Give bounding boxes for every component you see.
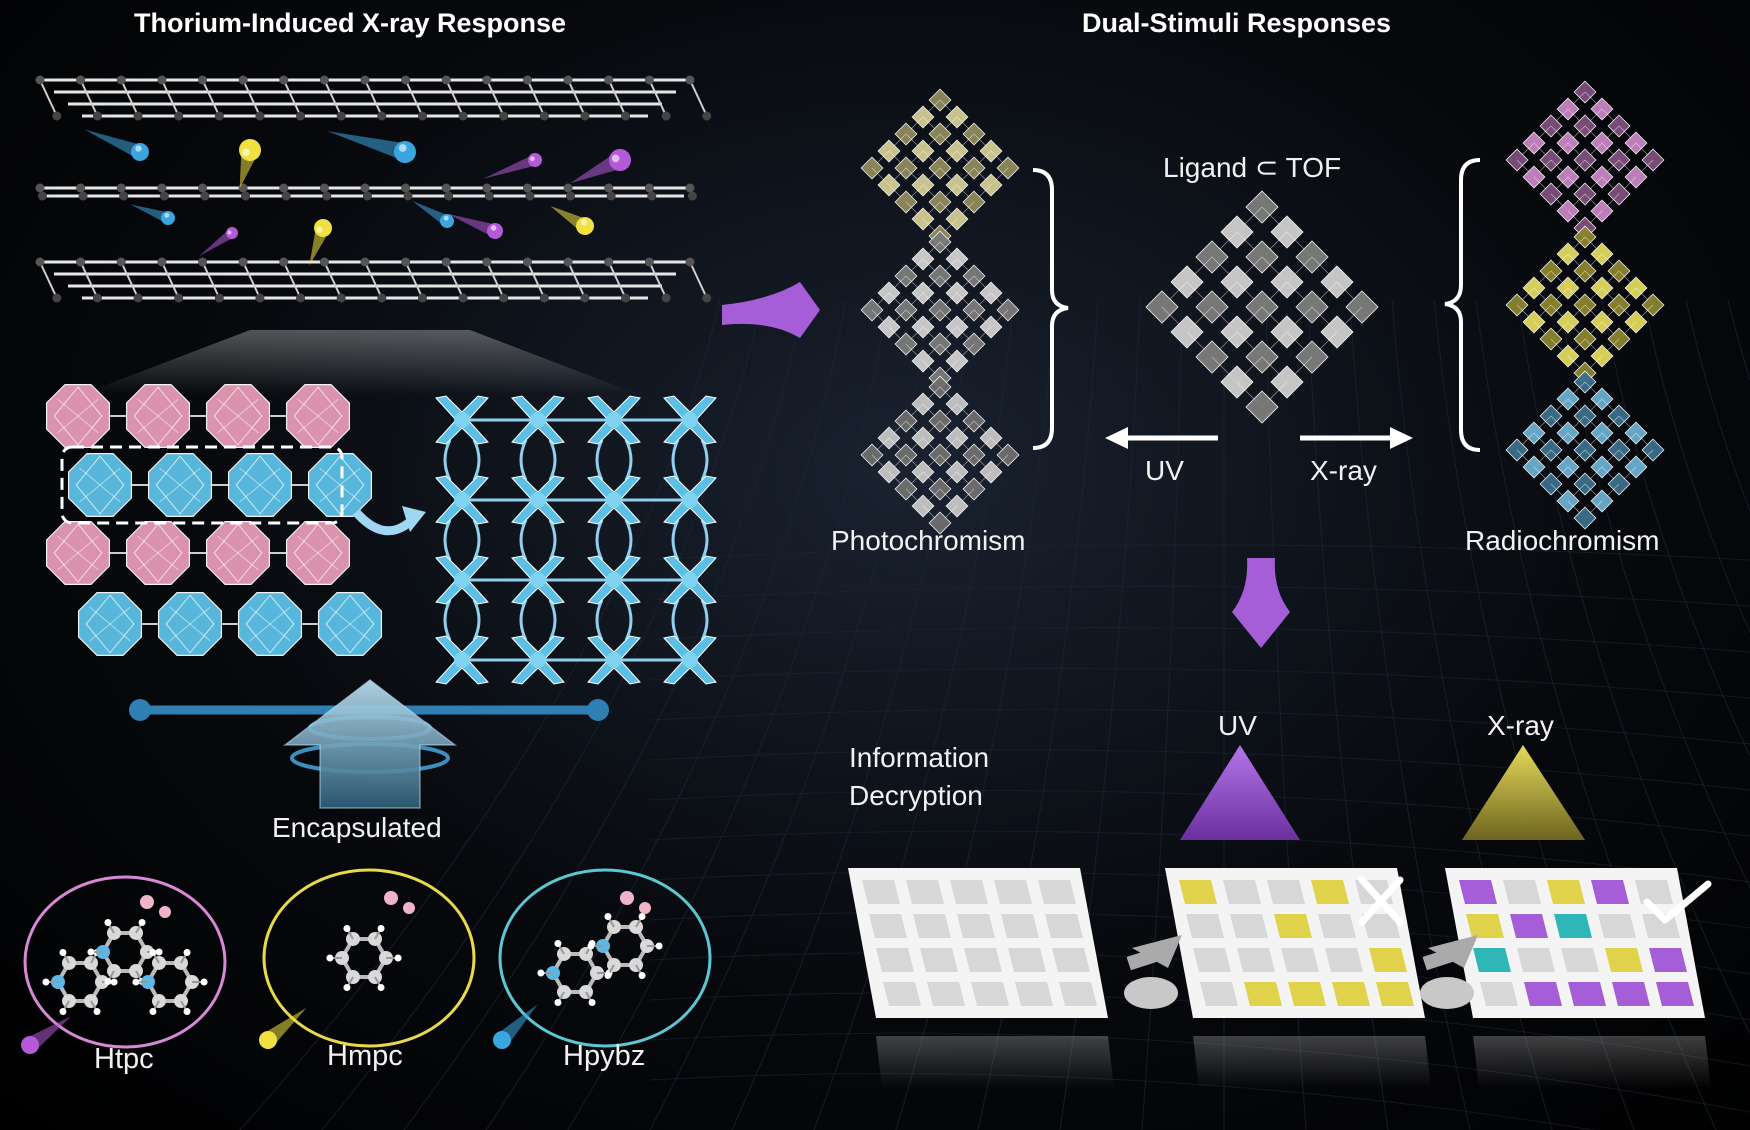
- cross-icon: [1358, 876, 1404, 926]
- xray-top-label: X-ray: [1487, 710, 1554, 741]
- transfer-arrow-2: [1420, 935, 1478, 1009]
- encapsulated-label: Encapsulated: [272, 812, 442, 843]
- decryption-label: Decryption: [849, 780, 983, 811]
- blue-framework: [435, 395, 717, 685]
- radiochromism-label: Radiochromism: [1465, 525, 1660, 556]
- right-brace: [1444, 158, 1481, 452]
- purple-arrow-icon: [722, 282, 820, 338]
- uv-light-cone: [1180, 745, 1300, 840]
- check-icon: [1643, 880, 1712, 924]
- curved-arrow-icon: [352, 508, 416, 536]
- uv-arrow: [1105, 427, 1218, 449]
- curved-arrow-head: [402, 506, 426, 532]
- ligand-tof-label: Ligand ⊂ TOF: [1163, 152, 1342, 183]
- information-label: Information: [849, 742, 990, 773]
- ligand-name-htpc: Htpc: [94, 1043, 154, 1075]
- up-arrow-icon: [285, 680, 455, 808]
- decryption-panels: [848, 868, 1711, 1088]
- left-brace: [1032, 168, 1069, 450]
- ligand-name-hpybz: Hpybz: [563, 1040, 646, 1072]
- encapsulation-seesaw: [129, 679, 609, 809]
- photochromism-label: Photochromism: [831, 525, 1026, 556]
- xray-arrow-label: X-ray: [1310, 455, 1377, 486]
- ligand-molecules: [21, 868, 712, 1054]
- transfer-arrow-1: [1124, 935, 1182, 1009]
- thorium-layer-sheets: [35, 75, 712, 303]
- ligand-name-hmpc: Hmpc: [327, 1040, 403, 1072]
- title-right: Dual-Stimuli Responses: [1082, 8, 1392, 38]
- title-left: Thorium-Induced X-ray Response: [134, 8, 567, 38]
- selection-dashed-box: [60, 445, 344, 525]
- uv-top-label: UV: [1218, 710, 1257, 741]
- xray-arrow: [1300, 427, 1413, 449]
- crystal-lattices: [860, 80, 1665, 535]
- cluster-chains: [45, 383, 383, 657]
- light-beam: [80, 330, 640, 395]
- xray-light-cone: [1462, 745, 1585, 840]
- down-arrow-icon: [1232, 558, 1290, 648]
- ligand-comets: [84, 129, 631, 266]
- uv-arrow-label: UV: [1145, 455, 1184, 486]
